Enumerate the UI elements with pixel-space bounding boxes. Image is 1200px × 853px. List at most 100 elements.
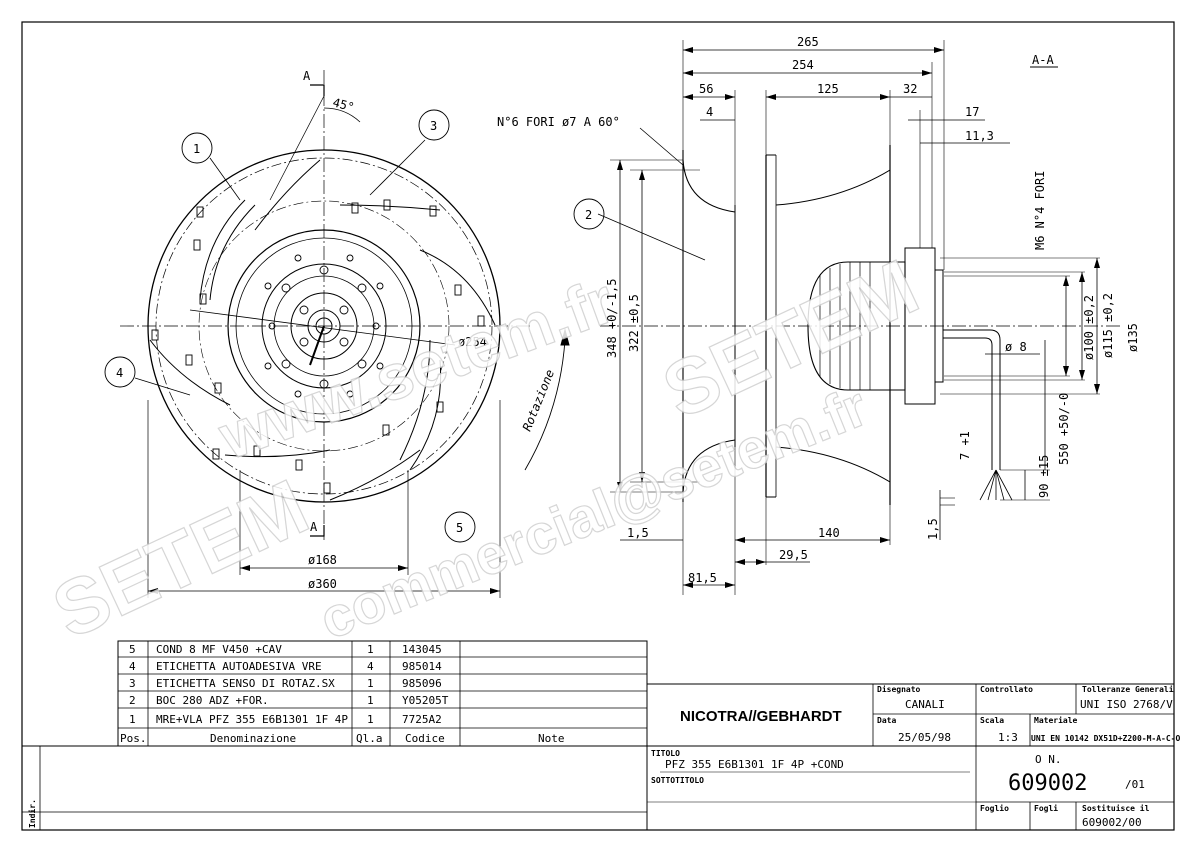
svg-text:ETICHETTA AUTOADESIVA VRE: ETICHETTA AUTOADESIVA VRE [156,660,322,673]
svg-text:COND 8 MF V450 +CAV: COND 8 MF V450 +CAV [156,643,282,656]
table-row: 1 MRE+VLA PFZ 355 E6B1301 1F 4P 1 7725A2 [129,713,442,726]
front-view-arrows [148,565,500,594]
section-mark-bottom: A [310,520,318,534]
svg-text:143045: 143045 [402,643,442,656]
svg-text:1: 1 [129,713,136,726]
svg-text:5: 5 [129,643,136,656]
revision: /01 [1125,778,1145,791]
disegnato-value: CANALI [905,698,945,711]
svg-text:ETICHETTA SENSO DI ROTAZ.SX: ETICHETTA SENSO DI ROTAZ.SX [156,677,335,690]
dim-32: 32 [903,82,917,96]
dim-d168: ø168 [308,553,337,567]
svg-text:1: 1 [367,694,374,707]
company-name: NICOTRA//GEBHARDT [680,708,842,725]
m6-note: M6 N°4 FORI [1033,171,1047,250]
drawing-number: 609002 [1008,771,1087,796]
watermark-setem-left: SETEM [40,462,321,655]
section-title: A-A [1032,53,1054,67]
svg-text:Pos.: Pos. [120,732,147,745]
dim-125: 125 [817,82,839,96]
dim-550: 550 +50/-0 [1057,393,1071,465]
holes-note: N°6 FORI ø7 A 60° [497,115,620,129]
dim-1-5-side: 1,5 [926,518,940,540]
side-view-arrows [617,47,1100,588]
svg-text:BOC 280 ADZ +FOR.: BOC 280 ADZ +FOR. [156,694,269,707]
angle-label: 45° [331,95,356,114]
balloon-1: 1 [193,142,200,156]
svg-text:1: 1 [367,677,374,690]
sostituisce-value: 609002/00 [1082,816,1142,829]
table-row: 4 ETICHETTA AUTOADESIVA VRE 4 985014 [129,660,442,673]
svg-text:Denominazione: Denominazione [210,732,296,745]
dim-254: 254 [792,58,814,72]
svg-text:1: 1 [367,713,374,726]
svg-text:Y05205T: Y05205T [402,694,449,707]
parts-table-text: 5 COND 8 MF V450 +CAV 1 143045 4 ETICHET… [120,643,565,745]
dim-29-5: 29,5 [779,548,808,562]
title-block [22,683,1174,830]
tolleranze-value: UNI ISO 2768/V [1080,698,1173,711]
svg-text:Note: Note [538,732,565,745]
scala-label: Scala [980,716,1004,725]
svg-text:Ql.a: Ql.a [356,732,383,745]
dim-11-3: 11,3 [965,129,994,143]
table-header: Pos. Denominazione Ql.a Codice Note [120,732,565,745]
dim-81-5: 81,5 [688,571,717,585]
dim-348: 348 +0/-1,5 [605,279,619,358]
svg-text:4: 4 [367,660,374,673]
dim-d360: ø360 [308,577,337,591]
dim-d115: ø115 ±0,2 [1101,293,1115,358]
balloon-3: 3 [430,119,437,133]
controllato-label: Controllato [980,685,1033,694]
dim-7: 7 +1 [958,431,972,460]
fogli-label: Fogli [1034,803,1058,813]
dim-1-5-bottom: 1,5 [627,526,649,540]
dim-d100: ø100 ±0,2 [1082,295,1096,360]
watermark-email: commercial@setem.fr [311,374,876,651]
data-label: Data [877,716,896,725]
balloon-5: 5 [456,521,463,535]
svg-text:3: 3 [129,677,136,690]
on-label: O N. [1035,753,1062,766]
foglio-label: Foglio [980,803,1009,813]
balloon-4: 4 [116,366,123,380]
svg-text:Codice: Codice [405,732,445,745]
svg-text:4: 4 [129,660,136,673]
dim-d135: ø135 [1126,323,1140,352]
disegnato-label: Disegnato [877,684,921,694]
dim-d254: ø254 [458,335,487,349]
rotation-label: Rotazione [520,368,557,434]
section-mark-top: A [303,69,311,83]
dim-322: 322 ±0,5 [627,294,641,352]
titolo-value: PFZ 355 E6B1301 1F 4P +COND [665,758,844,771]
indir-label: Indir. [27,799,37,828]
dim-90: 90 ±15 [1037,455,1051,498]
svg-text:7725A2: 7725A2 [402,713,442,726]
front-view [104,70,570,598]
titolo-label: TITOLO [651,749,680,758]
svg-text:1: 1 [367,643,374,656]
dim-d8: ø 8 [1005,340,1027,354]
dim-4: 4 [706,105,713,119]
title-block-text: NICOTRA//GEBHARDT Disegnato CANALI Contr… [27,684,1180,829]
dim-56: 56 [699,82,713,96]
dim-140: 140 [818,526,840,540]
side-view [573,40,1120,595]
balloon-2: 2 [585,208,592,222]
svg-text:985096: 985096 [402,677,442,690]
scala-value: 1:3 [998,731,1018,744]
table-row: 5 COND 8 MF V450 +CAV 1 143045 [129,643,442,656]
table-row: 2 BOC 280 ADZ +FOR. 1 Y05205T [129,694,449,707]
data-value: 25/05/98 [898,731,951,744]
tolleranze-label: Tolleranze Generali [1082,684,1174,694]
table-row: 3 ETICHETTA SENSO DI ROTAZ.SX 1 985096 [129,677,442,690]
dim-265: 265 [797,35,819,49]
materiale-label: Materiale [1034,715,1078,725]
drawing-frame [21,21,1175,831]
parts-table [117,640,648,747]
sostituisce-label: Sostituisce il [1082,803,1150,813]
dim-17: 17 [965,105,979,119]
svg-text:2: 2 [129,694,136,707]
